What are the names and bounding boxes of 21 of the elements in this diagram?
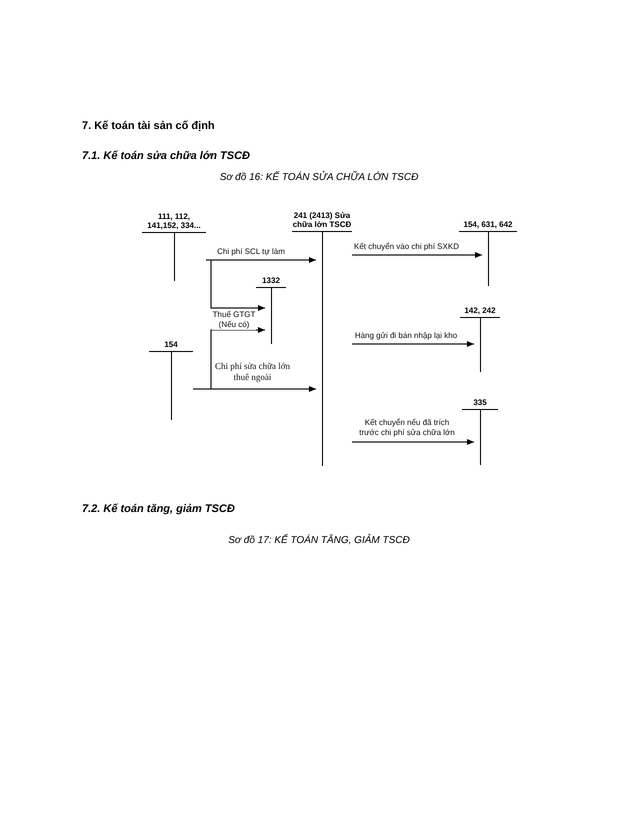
account-number: 1332 [262,276,280,287]
edge-label: Thuế GTGT (Nếu có) [212,310,256,330]
subsection-heading: 7.1. Kế toán sửa chữa lớn TSCĐ [82,150,250,162]
account-number: 335 [473,398,487,409]
arrow [352,252,482,258]
arrow [206,260,266,311]
account-number: 154 [164,340,178,351]
account-number: 154, 631, 642 [464,220,512,231]
account-number: 241 (2413) Sửa chữa lớn TSCĐ [292,210,352,231]
diagram-caption: Sơ đồ 17: KẾ TOÁN TĂNG, GIẢM TSCĐ [227,535,411,546]
subsection-heading: 7.2. Kế toán tăng, giảm TSCĐ [82,503,235,515]
account-number: 111, 112, 141,152, 334... [146,212,202,232]
edge-label: Kết chuyển vào chi phí SXKD [354,242,459,252]
diagram-caption: Sơ đồ 16: KẾ TOÁN SỬA CHỮA LỚN TSCĐ [218,172,420,183]
edge-label: Hàng gửi đi bán nhập lại kho [354,331,458,341]
arrow [352,341,474,347]
section-heading: 7. Kế toán tài sản cố định [82,120,215,132]
edge-label: Chi phí sửa chữa lớn thuê ngoài [215,361,290,384]
arrow [352,439,474,445]
arrow [192,386,316,392]
account-number: 142, 242 [464,306,496,317]
